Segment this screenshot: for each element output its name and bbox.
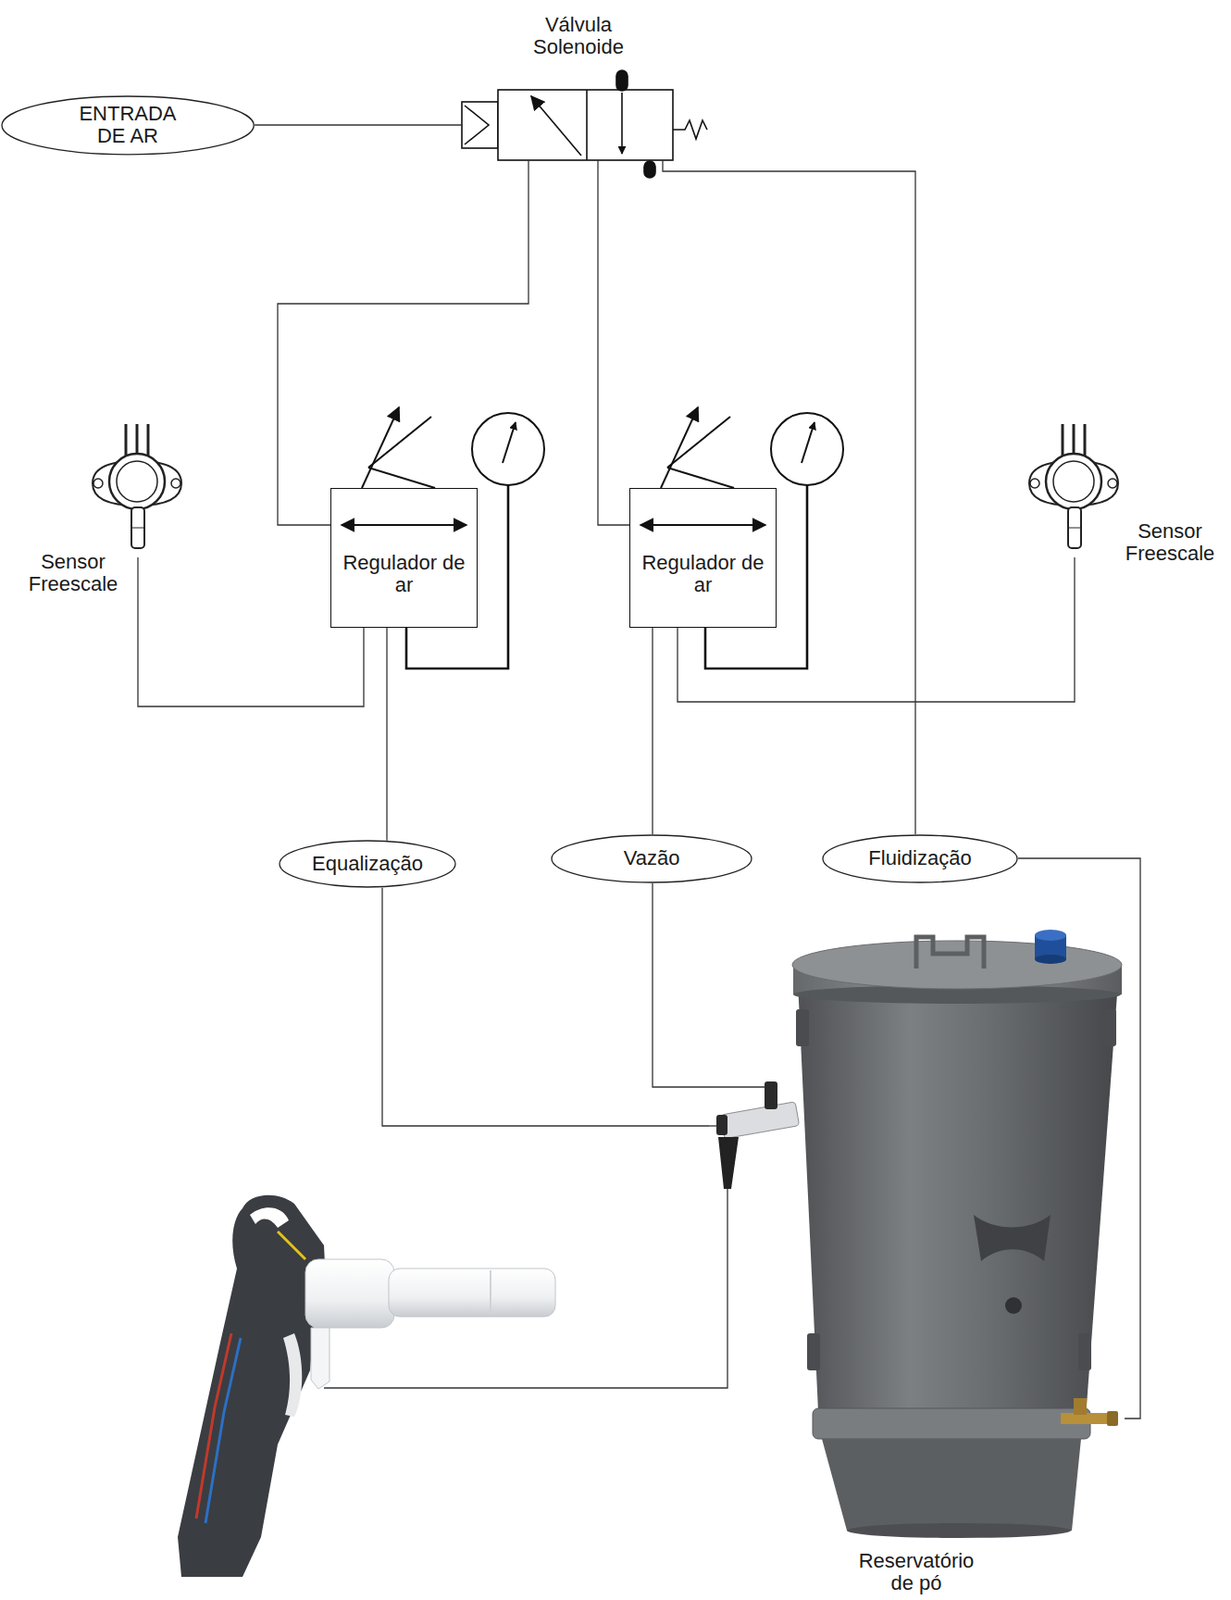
node-label: Sensor Freescale xyxy=(18,550,128,596)
air-line xyxy=(254,124,462,125)
air-line xyxy=(651,627,653,834)
node-label: Sensor Freescale xyxy=(1118,520,1222,565)
sensor-lead xyxy=(1073,557,1075,574)
powder-reservoir: Reservatório de pó xyxy=(708,925,1125,1594)
valve-symbol xyxy=(461,70,708,178)
air-line xyxy=(385,627,387,841)
air-line xyxy=(662,160,916,834)
air-line xyxy=(1018,857,1141,1418)
pressure-sensor: Sensor Freescale xyxy=(18,416,186,602)
node-label: ENTRADA DE AR xyxy=(75,102,180,148)
solenoid-valve: Válvula Solenoide xyxy=(461,89,673,161)
line-ellipse: Vazão xyxy=(550,833,753,883)
spray-gun xyxy=(177,1194,556,1577)
sensor-icon xyxy=(92,423,182,548)
node-label: Equalização xyxy=(311,852,423,875)
node-label: Fluidização xyxy=(868,846,971,870)
node-label: Regulador de ar xyxy=(341,551,467,597)
node-label: Válvula Solenoide xyxy=(522,13,635,59)
node-label: Regulador de ar xyxy=(640,551,766,597)
air-line xyxy=(677,573,1075,702)
reservoir-drawing xyxy=(323,929,1122,1538)
line-ellipse: Equalização xyxy=(278,839,457,888)
line-ellipse: Fluidização xyxy=(821,833,1019,883)
node-label: Vazão xyxy=(623,846,681,870)
air-line xyxy=(597,160,630,525)
regulator-symbol xyxy=(640,407,844,669)
regulator-symbol xyxy=(341,407,545,669)
node-label: Reservatório de pó xyxy=(846,1549,986,1594)
air-line xyxy=(277,160,529,525)
air-line xyxy=(382,887,709,1126)
sensor-lead xyxy=(136,557,138,602)
air-line xyxy=(652,882,709,1087)
sensor-icon xyxy=(1029,423,1119,548)
air-regulator: Regulador de ar xyxy=(330,487,478,628)
inlet-ellipse: ENTRADA DE AR xyxy=(0,95,255,156)
pressure-sensor: Sensor Freescale xyxy=(1018,416,1224,574)
air-regulator: Regulador de ar xyxy=(629,487,777,628)
